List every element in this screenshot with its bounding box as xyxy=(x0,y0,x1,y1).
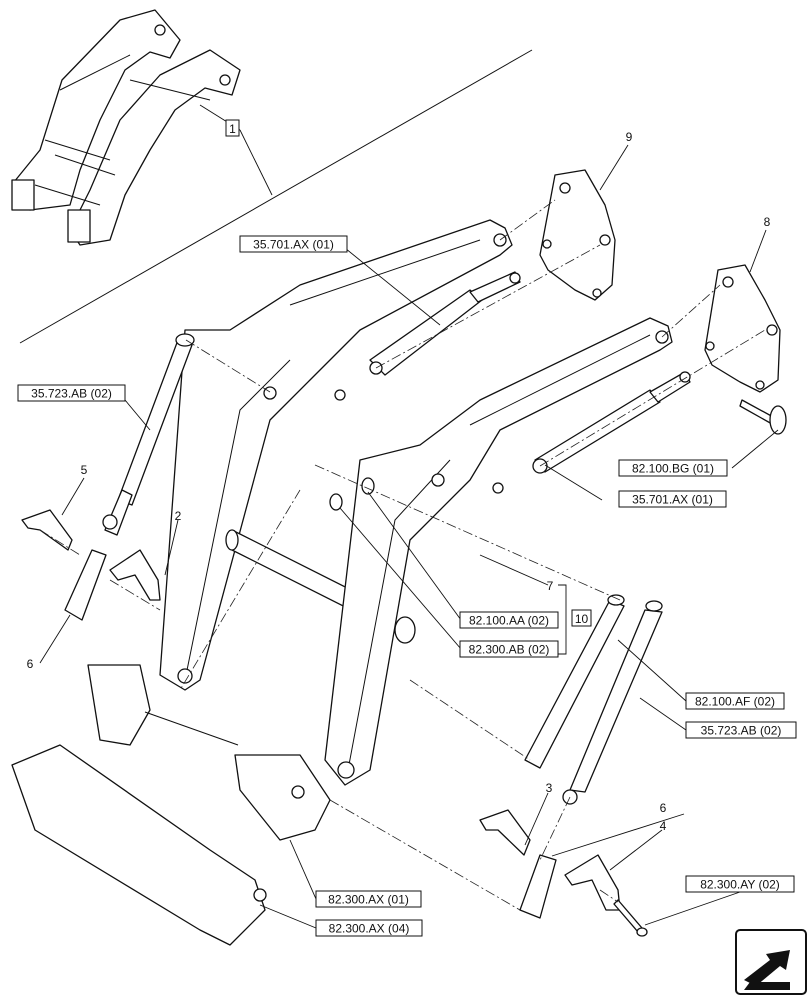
bracket-9 xyxy=(539,169,616,301)
ref-82300ay: 82.300.AY (02) xyxy=(700,878,780,892)
callout-2: 2 xyxy=(175,509,182,523)
callout-1: 1 xyxy=(229,122,236,136)
pin-82300ay xyxy=(613,899,648,937)
ref-box-35701-right xyxy=(618,490,727,508)
callout-6-left: 6 xyxy=(27,657,34,671)
callout-9: 9 xyxy=(626,130,633,144)
left-lift-cylinder xyxy=(369,271,521,376)
mounting-frames xyxy=(11,664,331,946)
ref-35723-left: 35.723.AB (02) xyxy=(31,387,112,401)
leader-lines xyxy=(39,104,779,929)
ref-box-35723-left xyxy=(17,384,126,402)
pin-82100bg xyxy=(739,399,787,435)
callout-6-right: 6 xyxy=(660,801,667,815)
ref-35723-right: 35.723.AB (02) xyxy=(701,724,782,738)
ref-box-35723-right xyxy=(685,721,797,739)
callout-7: 7 xyxy=(547,579,554,593)
ref-box-35701-top xyxy=(239,235,348,253)
left-loader-arm xyxy=(159,219,513,691)
ref-box-82100af xyxy=(685,692,785,710)
ref-box-82300ax01 xyxy=(315,890,422,908)
callout-5: 5 xyxy=(81,463,88,477)
ref-box-82300ab xyxy=(459,640,559,658)
links xyxy=(21,509,621,919)
ref-82300ax01: 82.300.AX (01) xyxy=(328,893,409,907)
bracket-8 xyxy=(704,264,781,393)
right-loader-arm xyxy=(324,317,673,786)
callout-4: 4 xyxy=(660,819,667,833)
ref-35701-top: 35.701.AX (01) xyxy=(253,238,334,252)
ref-82100af: 82.100.AF (02) xyxy=(695,695,775,709)
ref-82300ax04: 82.300.AX (04) xyxy=(329,922,410,936)
overview-loader-thumbnail xyxy=(11,9,241,246)
bushings xyxy=(329,477,375,511)
right-bucket-cylinders xyxy=(524,594,663,793)
ref-box-82300ay xyxy=(685,875,795,893)
ref-box-82100aa xyxy=(459,611,559,629)
next-page-arrow-icon[interactable] xyxy=(735,929,807,995)
callout-10: 10 xyxy=(575,612,589,626)
callout-8: 8 xyxy=(764,215,771,229)
ref-82100aa: 82.100.AA (02) xyxy=(469,614,549,628)
overview-separator-line xyxy=(19,49,533,344)
ref-82100bg: 82.100.BG (01) xyxy=(632,462,714,476)
ref-82300ab: 82.300.AB (02) xyxy=(469,643,550,657)
callout-3: 3 xyxy=(546,781,553,795)
callout-box-10 xyxy=(571,609,592,627)
ref-35701-right: 35.701.AX (01) xyxy=(632,493,713,507)
ref-box-82100bg xyxy=(618,459,728,477)
callout-box-1 xyxy=(225,119,240,137)
ref-box-82300ax04 xyxy=(315,919,423,937)
center-lines xyxy=(39,199,766,911)
